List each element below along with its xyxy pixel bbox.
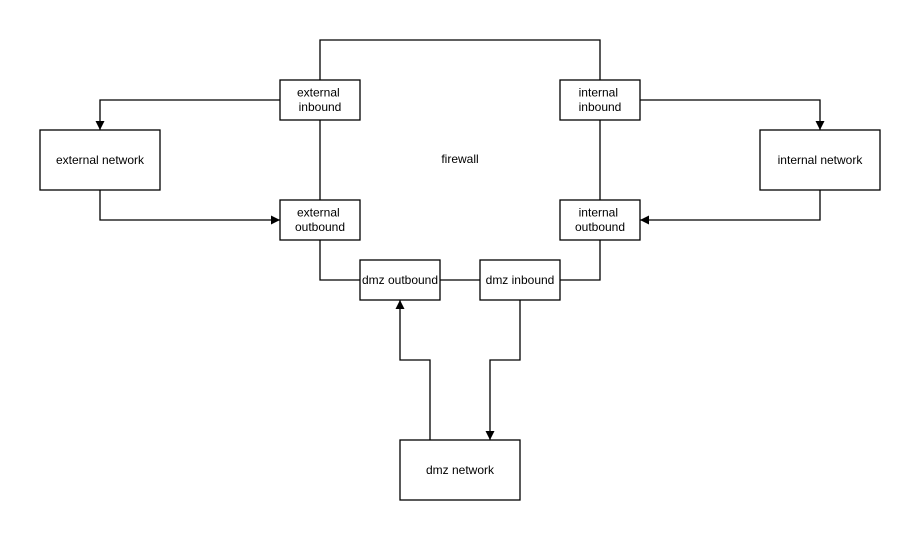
node-internal-inbound: internal inbound: [559, 79, 641, 121]
node-dmz-network: dmz network: [399, 439, 521, 501]
node-dmz-inbound-label: dmz inbound: [486, 273, 555, 287]
node-external-inbound-label: external inbound: [297, 86, 343, 115]
node-external-network-label: external network: [56, 153, 145, 167]
edge-internal-inbound-to-internal-network: [640, 99, 825, 130]
node-internal-network-label: internal network: [778, 153, 864, 167]
node-dmz-inbound: dmz inbound: [479, 259, 561, 301]
edge-external-inbound-to-internal-inbound: [319, 39, 601, 80]
node-internal-inbound-label: internal inbound: [579, 86, 622, 115]
node-external-network: external network: [39, 129, 161, 191]
edge-external-outbound-to-dmz-outbound: [319, 240, 360, 281]
edge-external-network-to-external-outbound: [99, 190, 280, 225]
firewall-label: firewall: [441, 152, 478, 166]
node-internal-outbound: internal outbound: [559, 199, 641, 241]
edge-external-inbound-to-external-network: [95, 99, 280, 130]
node-internal-outbound-label: internal outbound: [575, 206, 625, 235]
node-dmz-outbound-label: dmz outbound: [362, 273, 438, 287]
node-internal-network: internal network: [759, 129, 881, 191]
node-external-inbound: external inbound: [279, 79, 361, 121]
edge-internal-network-to-internal-outbound: [640, 190, 821, 225]
node-dmz-network-label: dmz network: [426, 463, 495, 477]
node-external-outbound-label: external outbound: [295, 206, 345, 235]
edge-internal-outbound-to-dmz-inbound: [560, 240, 601, 281]
edge-dmz-inbound-to-dmz-network: [485, 300, 521, 440]
node-external-outbound: external outbound: [279, 199, 361, 241]
edge-dmz-network-to-dmz-outbound: [395, 300, 431, 440]
node-dmz-outbound: dmz outbound: [359, 259, 441, 301]
